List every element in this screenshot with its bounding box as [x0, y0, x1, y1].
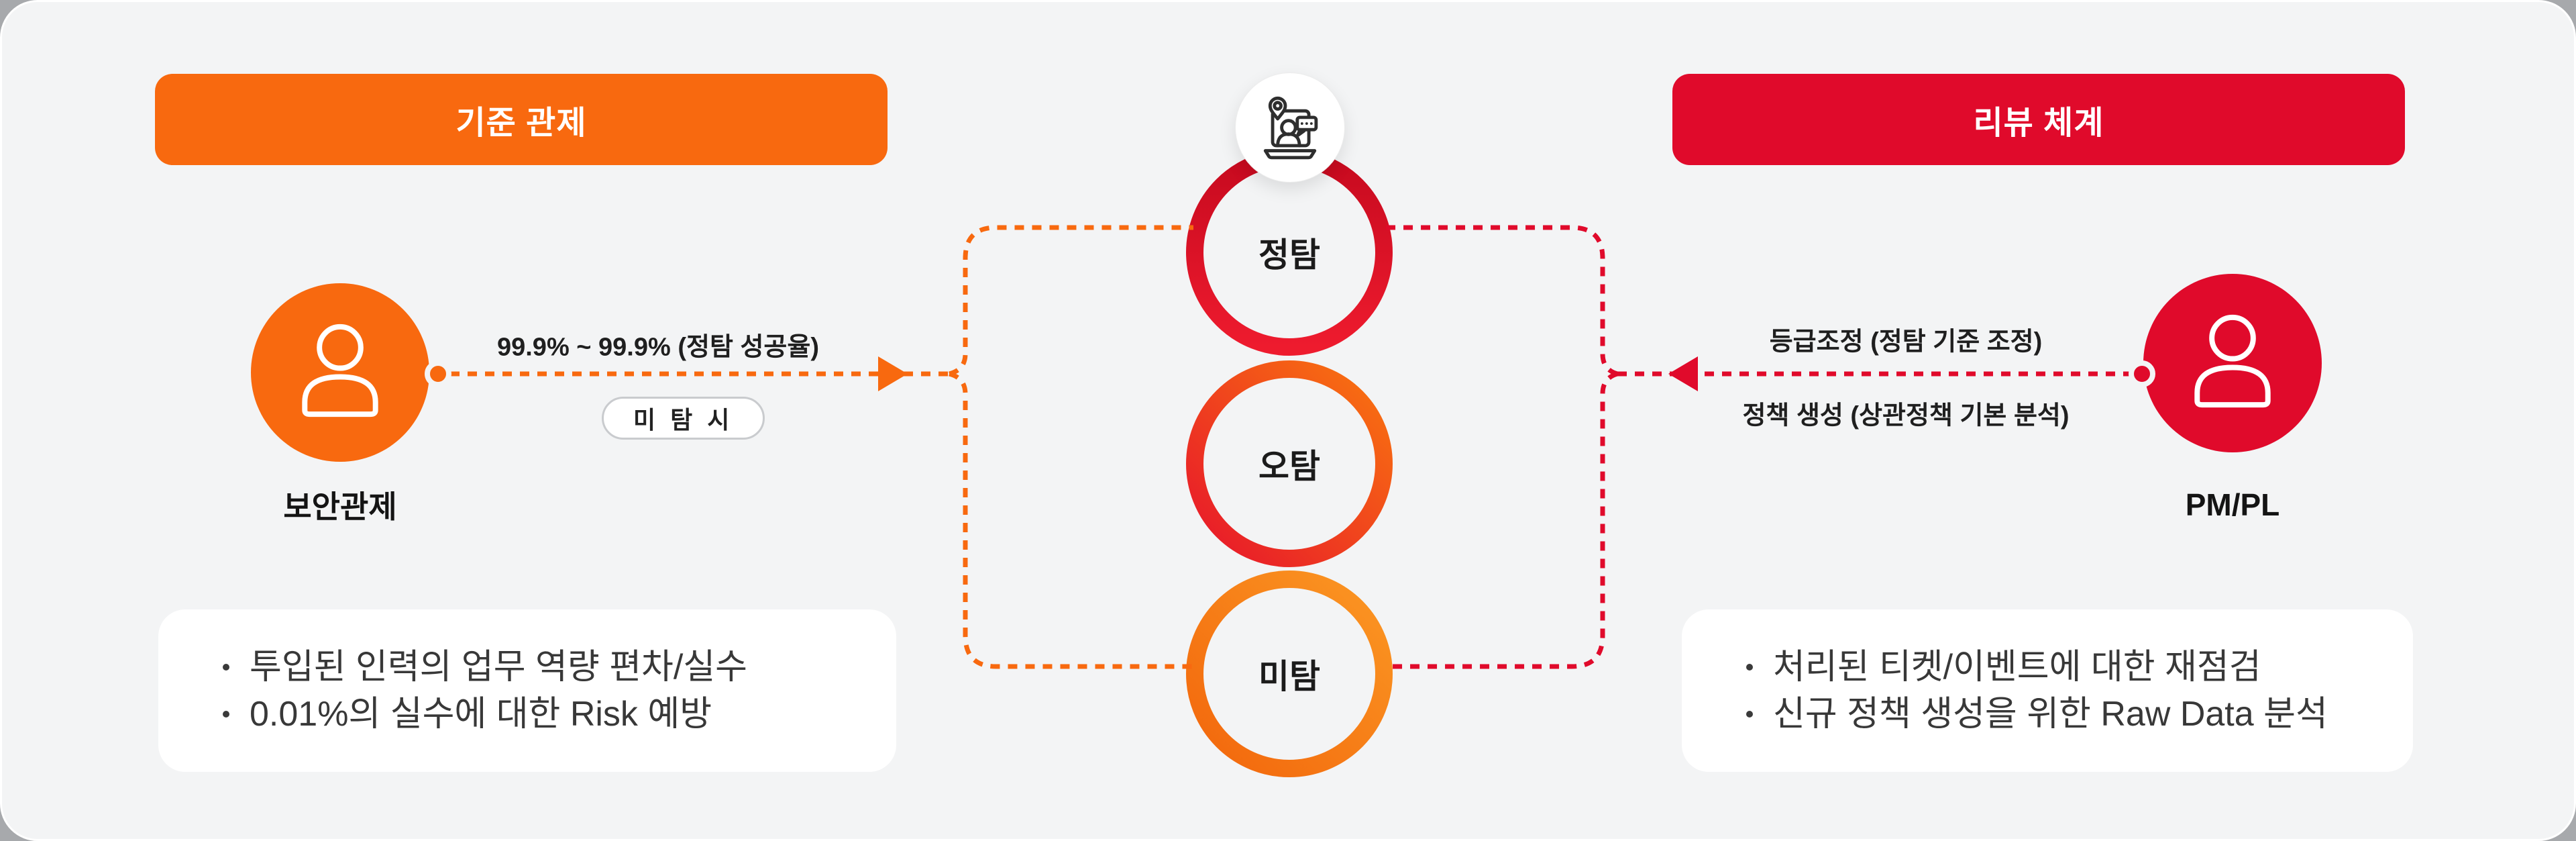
bullet-text: 신규 정책 생성을 위한 Raw Data 분석: [1773, 695, 2328, 734]
person-icon: [302, 324, 378, 417]
pm-pl-avatar: [2143, 274, 2322, 452]
bullet-dot: [223, 664, 229, 671]
node-false-positive: 오탐: [1258, 448, 1320, 485]
list-item: 투입된 인력의 업무 역량 편차/실수: [223, 650, 869, 685]
bullet-dot: [1746, 664, 1753, 671]
grade-adjust-label: 등급조정 (정탐 기준 조정): [1769, 328, 2043, 356]
right-info-box: 처리된 티켓/이벤트에 대한 재점검 신규 정책 생성을 위한 Raw Data…: [1682, 609, 2413, 772]
pm-pl-label: PM/PL: [2185, 487, 2280, 522]
right-section-header: 리뷰 체계: [1672, 74, 2405, 165]
node-missed-detection: 미탐: [1258, 658, 1320, 695]
right-header-label: 리뷰 체계: [1973, 105, 2104, 141]
right-dashed-connector: [1385, 225, 2133, 669]
orange-connector-dot: [425, 360, 451, 387]
person-icon: [2194, 314, 2271, 407]
left-arrowhead-icon: [1668, 356, 1698, 391]
right-arrowhead-icon: [878, 356, 908, 391]
bullet-text: 투입된 인력의 업무 역량 편차/실수: [250, 648, 747, 687]
left-section-header: 기준 관제: [155, 74, 888, 165]
list-item: 신규 정책 생성을 위한 Raw Data 분석: [1746, 697, 2386, 732]
bullet-text: 0.01%의 실수에 대한 Risk 예방: [250, 695, 712, 734]
bullet-dot: [1746, 711, 1753, 718]
security-operator-avatar: [251, 283, 429, 462]
false-positive-ring: [1186, 360, 1393, 567]
red-connector-dot: [2129, 360, 2155, 387]
bullet-dot: [223, 711, 229, 718]
missed-detection-ring: [1186, 571, 1393, 777]
list-item: 0.01%의 실수에 대한 Risk 예방: [223, 697, 869, 732]
monitoring-console-badge: [1235, 72, 1345, 183]
bullet-text: 처리된 티켓/이벤트에 대한 재점검: [1773, 648, 2261, 687]
list-item: 처리된 티켓/이벤트에 대한 재점검: [1746, 650, 2386, 685]
security-operator-label: 보안관제: [283, 489, 397, 524]
left-info-box: 투입된 인력의 업무 역량 편차/실수 0.01%의 실수에 대한 Risk 예…: [158, 609, 896, 772]
policy-create-label: 정책 생성 (상관정책 기본 분석): [1742, 401, 2070, 430]
left-dashed-connector: [450, 225, 1195, 669]
missed-case-tag-label: 미 탐 시: [633, 406, 734, 434]
node-true-positive: 정탐: [1258, 236, 1320, 274]
monitoring-console-icon: [1263, 96, 1318, 160]
left-header-label: 기준 관제: [455, 105, 587, 141]
missed-case-tag: 미 탐 시: [602, 397, 765, 440]
detection-rate-label: 99.9% ~ 99.9% (정탐 성공율): [496, 333, 820, 362]
